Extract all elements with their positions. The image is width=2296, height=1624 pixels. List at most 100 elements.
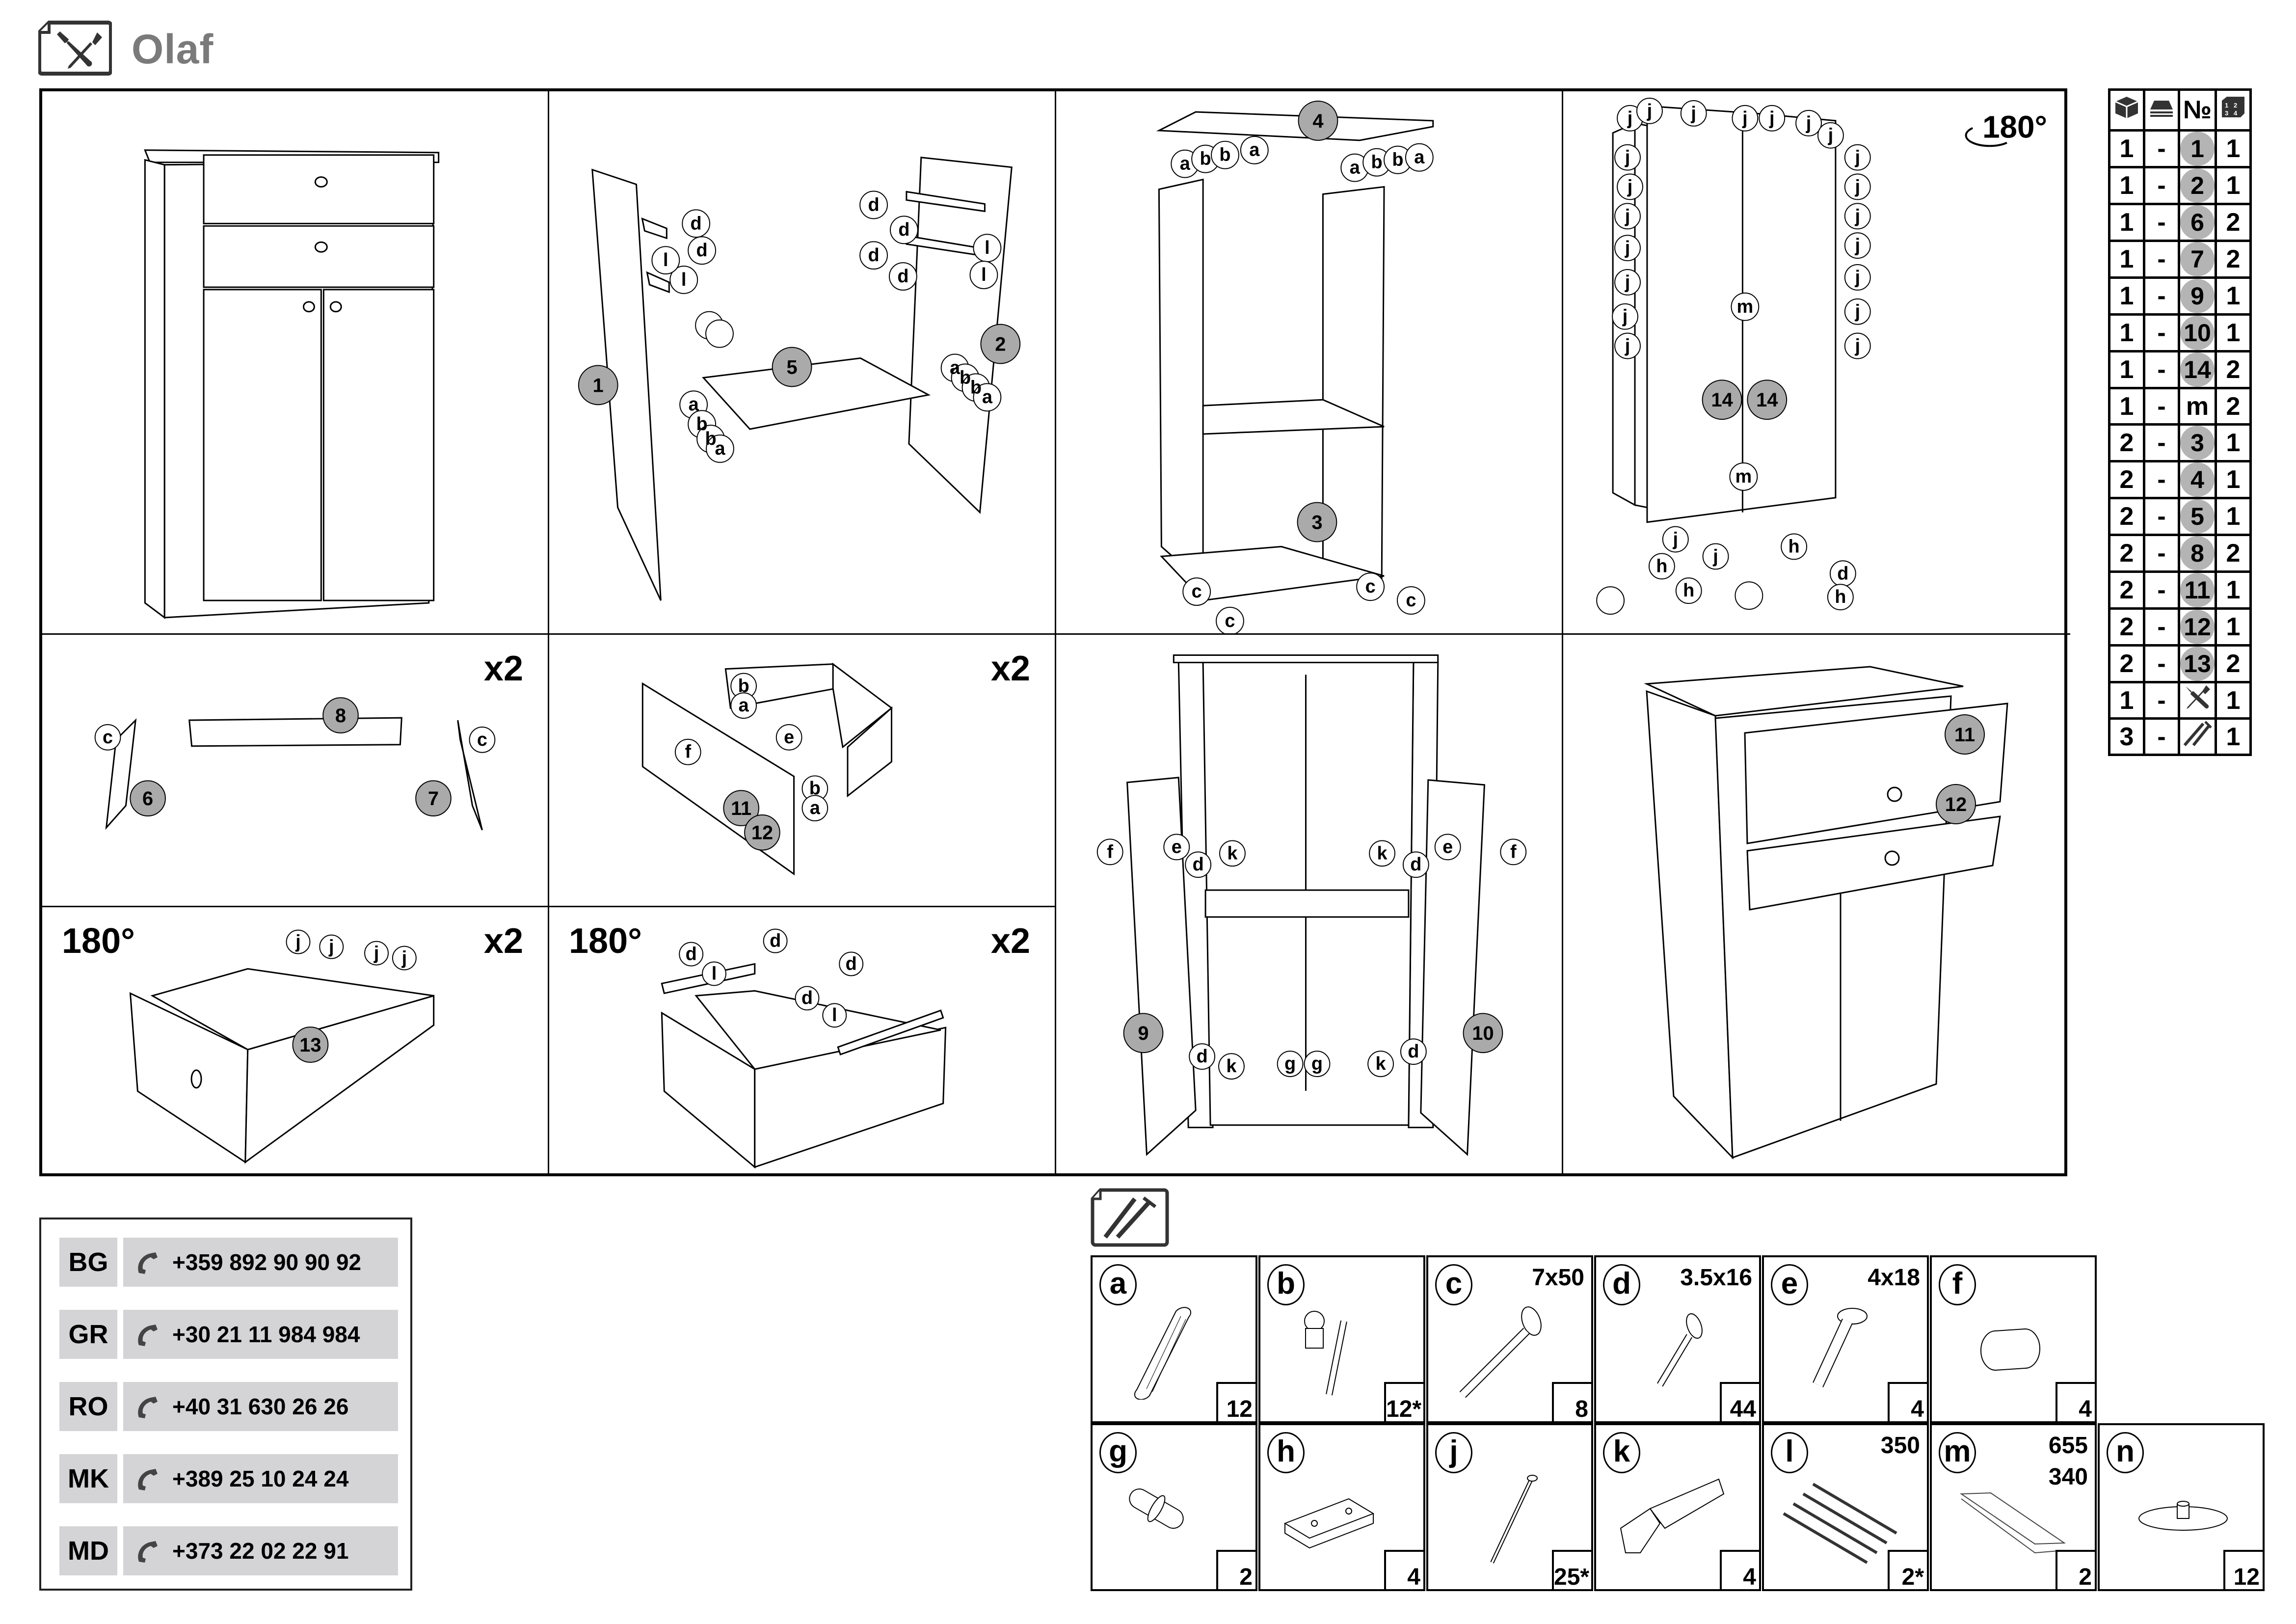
phone-number-field[interactable]: +359 892 90 90 92: [123, 1238, 398, 1287]
hardware-letter: e: [1771, 1264, 1808, 1305]
hardware-callout: l: [663, 250, 668, 271]
hardware-callout: a: [1180, 154, 1191, 174]
package-number: 2: [2215, 350, 2252, 389]
step-10-drawing: d l d d l d: [661, 928, 947, 1169]
repeat-x2-label: x2: [483, 649, 523, 688]
country-code: MD: [59, 1526, 117, 1575]
bottom-panel-13: [150, 968, 434, 1051]
hardware-callout: a: [739, 695, 749, 716]
hardware-callout: l: [681, 270, 687, 290]
part-number: [2178, 681, 2217, 720]
box-number: 2: [2108, 497, 2145, 536]
screws-icon: [2183, 721, 2212, 746]
hardware-callout: d: [1837, 563, 1848, 584]
hardware-callout: b: [1200, 149, 1211, 169]
plastic-block-icon: [1283, 1498, 1375, 1549]
part-number: 9: [2178, 276, 2217, 316]
part-label: 13: [299, 1034, 321, 1056]
hardware-quantity: 12*: [1384, 1382, 1425, 1423]
package-number: 2: [2215, 203, 2252, 242]
part-number: m: [2178, 387, 2217, 426]
box-number: 1: [2108, 276, 2145, 316]
step-9-panel: x2 180° 13 j j j j: [42, 907, 549, 1176]
part-number: 4: [2178, 460, 2217, 499]
hardware-callout: d: [898, 219, 909, 240]
package-number: 1: [2215, 166, 2252, 205]
box-number: 1: [2108, 203, 2145, 242]
handle-screw-icon: [1813, 1308, 1868, 1388]
stack-icon: [2143, 88, 2180, 132]
hinge-icon: [1620, 1478, 1725, 1553]
package-number: 1: [2215, 607, 2252, 647]
hardware-letter: l: [1771, 1432, 1808, 1473]
part-label: 6: [142, 788, 153, 810]
confirmat-screw-icon: [1459, 1306, 1542, 1398]
part-number: 11: [2178, 570, 2217, 610]
hardware-quantity: 4: [1888, 1382, 1929, 1423]
phone-icon: [138, 1541, 158, 1563]
separator: -: [2143, 607, 2180, 647]
hardware-quantity: 2: [1216, 1550, 1257, 1591]
hardware-callout: a: [1414, 147, 1425, 168]
number-header: №: [2178, 88, 2217, 132]
hardware-callout: a: [1350, 158, 1361, 178]
step-7-drawing: 9 10 f e k d k d e f d k g: [1096, 654, 1527, 1156]
part-number-badge: 1: [2180, 132, 2215, 166]
part-number: 2: [2178, 166, 2217, 205]
hardware-callout: m: [1737, 297, 1754, 317]
phone-icon: [138, 1469, 158, 1490]
phone-number: +40 31 630 26 26: [172, 1394, 349, 1419]
hardware-callout: b: [809, 778, 821, 799]
hardware-callout: m: [1735, 466, 1752, 487]
hardware-callout: j: [374, 943, 379, 963]
phone-number-field[interactable]: +30 21 11 984 984: [123, 1310, 398, 1359]
hardware-callout: a: [950, 357, 961, 378]
nail-icon: [1490, 1475, 1538, 1564]
package-number: 1: [2215, 570, 2252, 610]
phone-number: +359 892 90 90 92: [172, 1249, 361, 1275]
step-6-drawing: 11 12 b a e f b a: [641, 662, 893, 876]
hardware-callout: j: [1855, 267, 1861, 288]
hardware-quantity: 8: [1552, 1382, 1593, 1423]
hardware-callout: j: [1622, 306, 1628, 327]
phone-number-field[interactable]: +373 22 02 22 91: [123, 1526, 398, 1575]
phone-number: +30 21 11 984 984: [172, 1322, 360, 1347]
hardware-callout: l: [832, 1005, 837, 1026]
part-label: 2: [995, 334, 1006, 355]
box-number: 1: [2108, 387, 2145, 426]
phone-number-field[interactable]: +40 31 630 26 26: [123, 1382, 398, 1431]
hardware-callout: k: [1227, 843, 1238, 864]
part-number-badge: 7: [2180, 242, 2215, 276]
separator: -: [2143, 681, 2180, 720]
part-number: 7: [2178, 240, 2217, 279]
assembled-cabinet-drawing: [144, 149, 440, 619]
hardware-callout: a: [810, 798, 821, 818]
box-number: 2: [2108, 607, 2145, 647]
hardware-callout: g: [1284, 1054, 1296, 1074]
page-title: Olaf: [132, 26, 214, 72]
part-label: 14: [1756, 389, 1778, 411]
part-number-badge: 12: [2180, 610, 2215, 644]
phone-icon: [138, 1252, 158, 1274]
phone-number-field[interactable]: +389 25 10 24 24: [123, 1454, 398, 1503]
hardware-quantity: 12: [1216, 1382, 1257, 1423]
part-label: 11: [1954, 724, 1975, 746]
part-number-badge: 14: [2180, 352, 2215, 387]
hardware-dimension: 3.5x16: [1680, 1265, 1752, 1291]
package-number: 1: [2215, 497, 2252, 536]
box-number: 3: [2108, 717, 2145, 756]
